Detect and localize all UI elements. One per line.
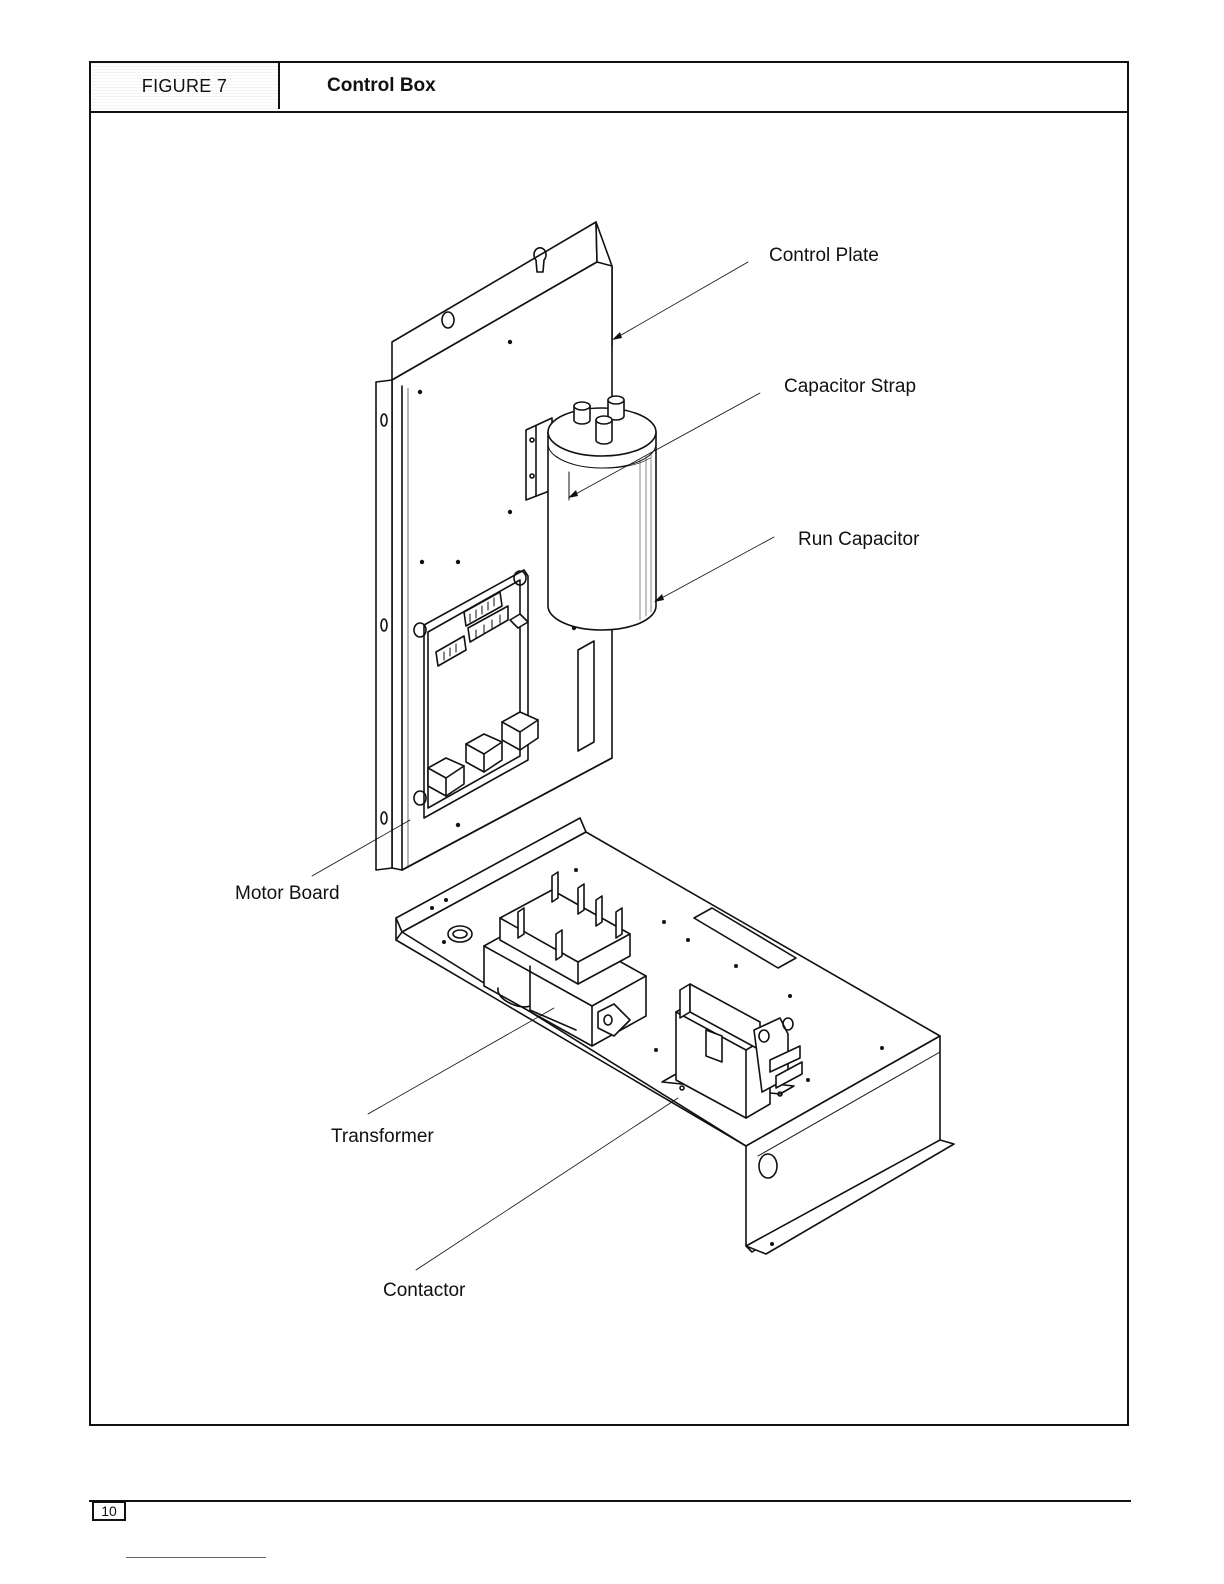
callout-control-plate: Control Plate (769, 245, 879, 267)
run-capacitor (548, 396, 656, 630)
callout-contactor: Contactor (383, 1280, 465, 1302)
base-pan (396, 818, 954, 1254)
callout-transformer: Transformer (331, 1126, 434, 1148)
footer-rule (89, 1500, 1131, 1502)
page-number: 10 (92, 1501, 126, 1521)
link-underline (126, 1557, 266, 1558)
callout-run-capacitor: Run Capacitor (798, 529, 919, 551)
callout-capacitor-strap: Capacitor Strap (784, 376, 916, 398)
callout-motor-board: Motor Board (235, 883, 340, 905)
